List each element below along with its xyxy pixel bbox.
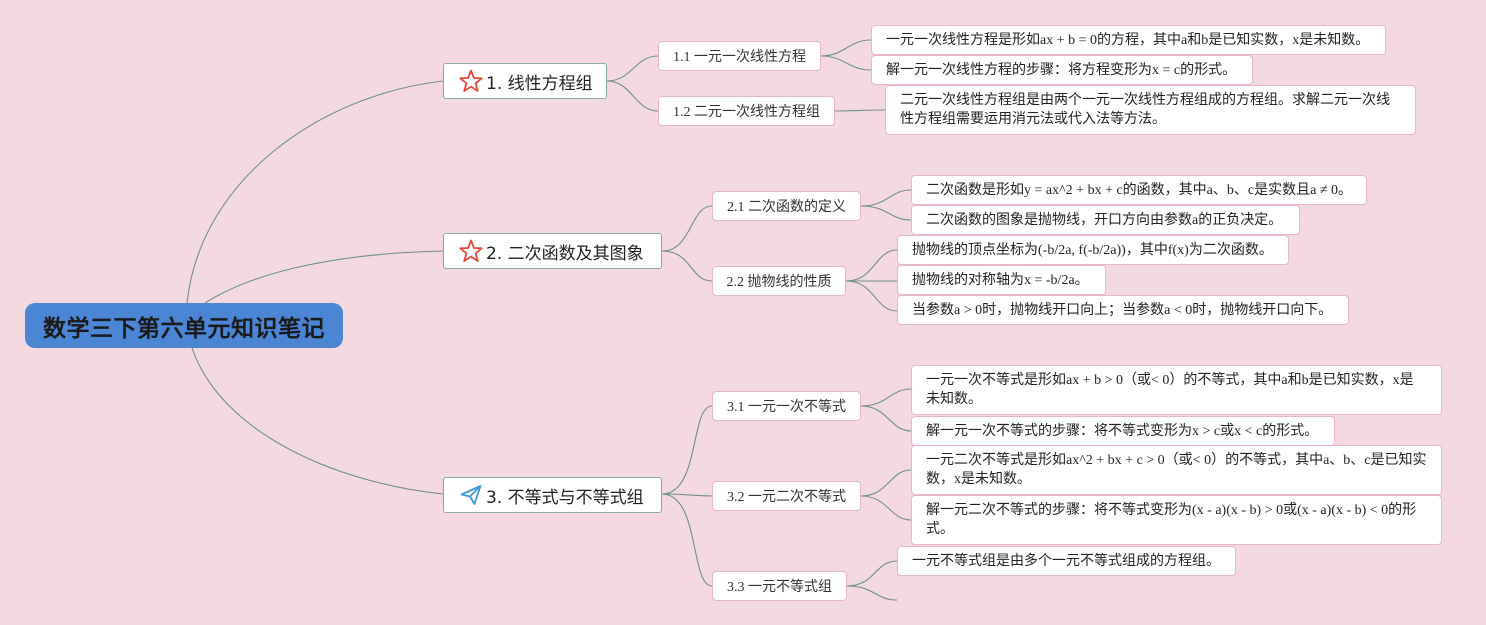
sub-title: 3.2 一元二次不等式	[727, 490, 846, 505]
link-b1s1-leaf2	[820, 55, 872, 71]
link-b2s2-leaf1	[845, 249, 898, 282]
star-icon	[458, 68, 484, 94]
branch-linear-equations[interactable]: 1. 线性方程组	[443, 63, 607, 99]
leaf-note[interactable]: 解一元二次不等式的步骤：将不等式变形为(x - a)(x - b) > 0或(x…	[911, 495, 1442, 545]
link-b1-sub1	[606, 55, 659, 82]
link-b2-sub2	[661, 250, 713, 282]
leaf-note[interactable]: 解一元一次线性方程的步骤：将方程变形为x = c的形式。	[871, 55, 1253, 85]
sub-inequality-system[interactable]: 3.3 一元不等式组	[712, 571, 847, 601]
sub-title: 3.1 一元一次不等式	[727, 400, 846, 415]
leaf-note[interactable]: 一元不等式组是由多个一元不等式组成的方程组。	[897, 546, 1236, 576]
leaf-note[interactable]: 二次函数的图象是抛物线，开口方向由参数a的正负决定。	[911, 205, 1300, 235]
link-b3-sub2	[661, 493, 713, 497]
sub-title: 1.2 二元一次线性方程组	[673, 105, 820, 120]
link-b2-sub1	[661, 205, 713, 252]
sub-linear-system-two-var[interactable]: 1.2 二元一次线性方程组	[658, 96, 835, 126]
leaf-note[interactable]: 当参数a > 0时，抛物线开口向上；当参数a < 0时，抛物线开口向下。	[897, 295, 1349, 325]
leaf-note[interactable]: 一元一次线性方程是形如ax + b = 0的方程，其中a和b是已知实数，x是未知…	[871, 25, 1386, 55]
sub-linear-equation-one-var[interactable]: 1.1 一元一次线性方程	[658, 41, 821, 71]
leaf-note[interactable]: 抛物线的顶点坐标为(-b/2a, f(-b/2a))，其中f(x)为二次函数。	[897, 235, 1289, 265]
link-root-branch-3	[191, 347, 444, 495]
link-b3s2-leaf2	[860, 495, 912, 521]
sub-title: 3.3 一元不等式组	[727, 580, 832, 595]
sub-linear-inequality[interactable]: 3.1 一元一次不等式	[712, 391, 861, 421]
leaf-note[interactable]: 二元一次线性方程组是由两个一元一次线性方程组成的方程组。求解二元一次线性方程组需…	[885, 85, 1416, 135]
link-b3-sub1	[661, 405, 713, 495]
link-b2s2-leaf3	[845, 280, 898, 312]
link-b1-sub2	[606, 80, 659, 112]
leaf-note[interactable]: 一元一次不等式是形如ax + b > 0（或< 0）的不等式，其中a和b是已知实…	[911, 365, 1442, 415]
leaf-note[interactable]: 解一元一次不等式的步骤：将不等式变形为x > c或x < c的形式。	[911, 416, 1335, 446]
leaf-note[interactable]: 二次函数是形如y = ax^2 + bx + c的函数，其中a、b、c是实数且a…	[911, 175, 1367, 205]
branch-title: 2. 二次函数及其图象	[486, 243, 644, 264]
link-b3s1-leaf1	[860, 388, 912, 407]
link-b1s2-leaf1	[834, 109, 886, 112]
leaf-note[interactable]: 一元二次不等式是形如ax^2 + bx + c > 0（或< 0）的不等式，其中…	[911, 445, 1442, 495]
star-icon	[458, 238, 484, 264]
link-b3s1-leaf2	[860, 405, 912, 432]
link-root-branch-2	[204, 250, 444, 304]
sub-quadratic-definition[interactable]: 2.1 二次函数的定义	[712, 191, 861, 221]
root-topic[interactable]: 数学三下第六单元知识笔记	[25, 303, 343, 348]
sub-title: 2.2 抛物线的性质	[726, 275, 832, 290]
link-b3s2-leaf1	[860, 469, 912, 497]
leaf-note[interactable]: 抛物线的对称轴为x = -b/2a。	[897, 265, 1106, 295]
branch-title: 1. 线性方程组	[486, 73, 593, 94]
link-b1s1-leaf1	[820, 39, 872, 57]
sub-title: 2.1 二次函数的定义	[727, 200, 846, 215]
link-b3-sub3	[661, 493, 713, 587]
link-b2s1-leaf2	[860, 205, 912, 221]
sub-parabola-properties[interactable]: 2.2 抛物线的性质	[712, 266, 846, 296]
link-b3s3-tail	[846, 585, 898, 601]
link-b2s1-leaf1	[860, 189, 912, 207]
sub-title: 1.1 一元一次线性方程	[673, 50, 806, 65]
branch-inequalities[interactable]: 3. 不等式与不等式组	[443, 477, 662, 513]
branch-quadratic-functions[interactable]: 2. 二次函数及其图象	[443, 233, 662, 269]
link-b3s3-leaf1	[846, 560, 898, 587]
sub-quadratic-inequality[interactable]: 3.2 一元二次不等式	[712, 481, 861, 511]
paper-plane-icon	[458, 482, 484, 508]
branch-title: 3. 不等式与不等式组	[486, 487, 644, 508]
link-root-branch-1	[186, 80, 444, 304]
